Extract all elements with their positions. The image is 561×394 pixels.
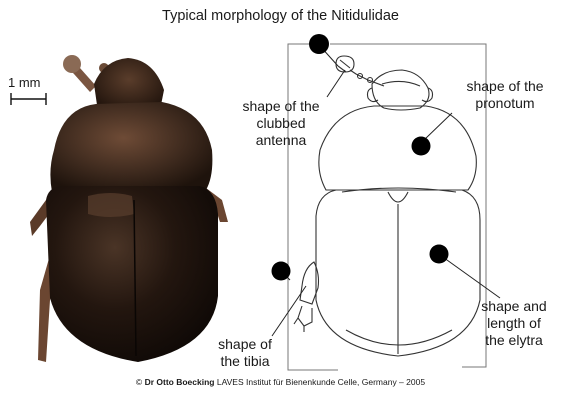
marker-pronotum xyxy=(412,137,431,156)
copyright-institution: LAVES Institut für Bienenkunde Celle, Ge… xyxy=(217,377,425,387)
scale-bar-label: 1 mm xyxy=(8,74,41,91)
beetle-photo xyxy=(30,55,228,362)
copyright-symbol: © xyxy=(136,377,142,387)
copyright-notice: © Dr Otto Boecking LAVES Institut für Bi… xyxy=(0,377,561,388)
label-pronotum-line: pronotum xyxy=(452,95,558,112)
marker-frame xyxy=(309,34,329,54)
copyright-author: Dr Otto Boecking xyxy=(145,377,215,387)
label-pronotum: shape of the pronotum xyxy=(452,78,558,112)
label-antenna: shape of the clubbed antenna xyxy=(226,98,336,149)
label-tibia-line: shape of xyxy=(196,336,294,353)
label-tibia: shape of the tibia xyxy=(196,336,294,370)
label-elytra: shape and length of the elytra xyxy=(468,298,560,349)
marker-tibia-frame xyxy=(272,262,291,281)
marker-elytra xyxy=(430,245,449,264)
label-antenna-line: antenna xyxy=(226,132,336,149)
label-elytra-line: the elytra xyxy=(468,332,560,349)
label-elytra-line: shape and xyxy=(468,298,560,315)
scale-bar xyxy=(11,93,46,105)
label-elytra-line: length of xyxy=(468,315,560,332)
label-tibia-line: the tibia xyxy=(196,353,294,370)
label-antenna-line: clubbed xyxy=(226,115,336,132)
label-antenna-line: shape of the xyxy=(226,98,336,115)
label-pronotum-line: shape of the xyxy=(452,78,558,95)
